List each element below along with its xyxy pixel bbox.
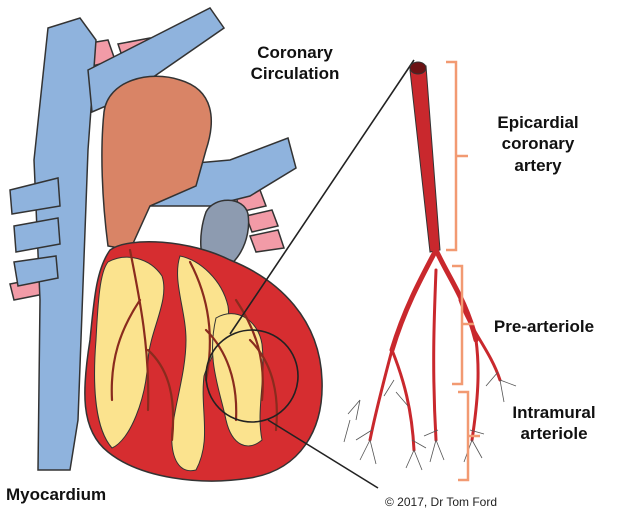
aorta: [102, 76, 211, 250]
diagram-title: Coronary Circulation: [215, 42, 375, 85]
label-myocardium: Myocardium: [6, 484, 156, 505]
intramural-line-1: Intramural: [494, 402, 614, 423]
intramural-line-2: arteriole: [494, 423, 614, 444]
epicardial-line-3: artery: [478, 155, 598, 176]
epicardial-line-1: Epicardial: [478, 112, 598, 133]
title-line-1: Coronary: [215, 42, 375, 63]
copyright-notice: © 2017, Dr Tom Ford: [385, 495, 497, 509]
epicardial-line-2: coronary: [478, 133, 598, 154]
label-pre-arteriole: Pre-arteriole: [484, 316, 604, 337]
label-intramural-arteriole: Intramural arteriole: [494, 402, 614, 445]
title-line-2: Circulation: [215, 63, 375, 84]
label-epicardial-coronary-artery: Epicardial coronary artery: [478, 112, 598, 176]
